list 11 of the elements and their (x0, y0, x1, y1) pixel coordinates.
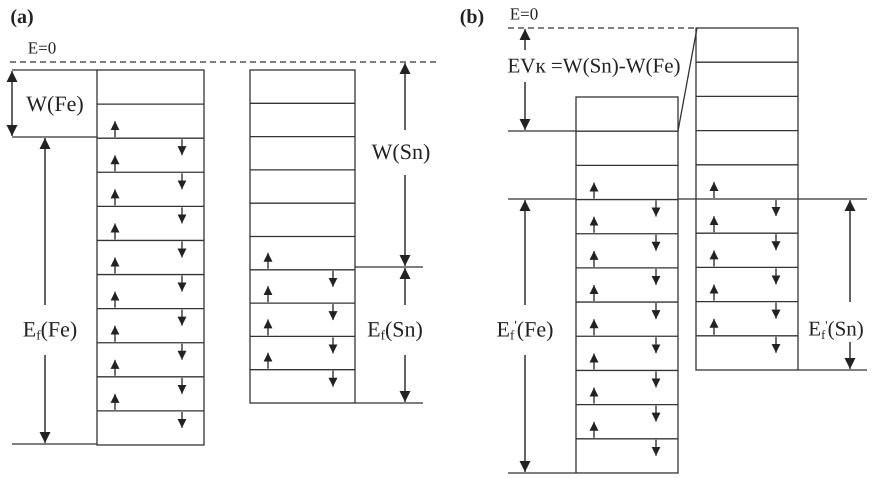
energy-label: E$_{f}$$^{'}$(Sn) (808, 318, 864, 342)
panel-label: (a) (10, 7, 34, 27)
energy-label: E$_{f}$(Fe) (22, 318, 78, 342)
energy-label: W(Sn) (372, 141, 430, 163)
panel-label: (b) (460, 7, 484, 27)
energy-label: W(Fe) (26, 93, 84, 115)
energy-label: E=0 (28, 40, 56, 56)
energy-label: E=0 (510, 6, 538, 22)
energy-label: E$_{f}$$^{'}$(Fe) (496, 318, 554, 342)
energy-label: E$_{f}$(Sn) (367, 318, 423, 342)
energy-label: EVк =W(Sn)-W(Fe) (507, 56, 681, 76)
